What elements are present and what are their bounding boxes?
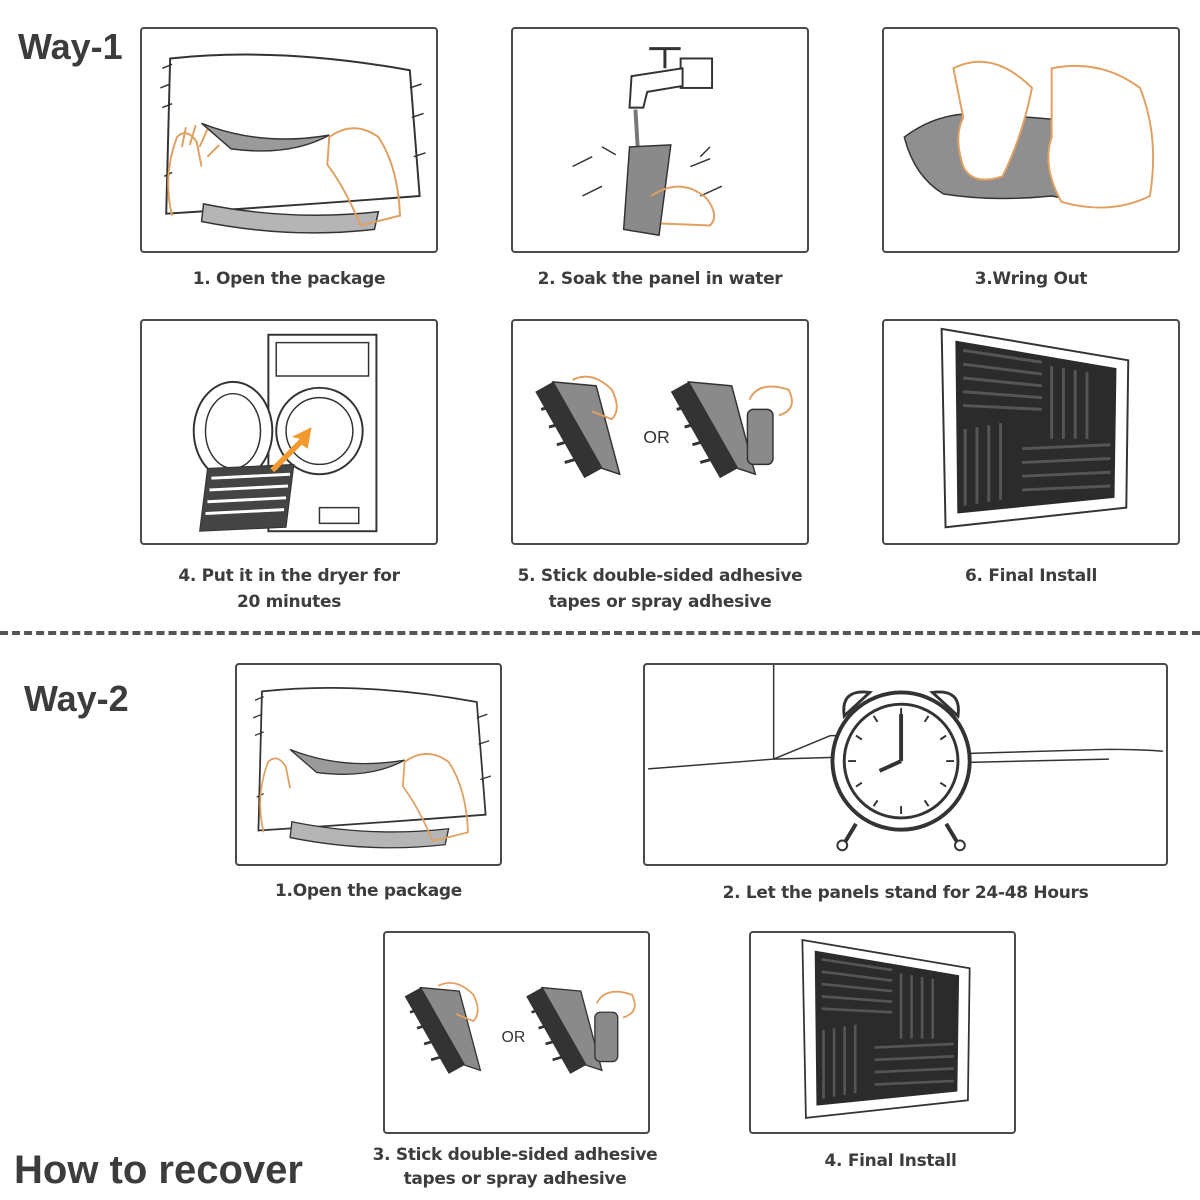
way1-step5-or-label: OR xyxy=(643,427,670,447)
way1-step4-caption-line2: 20 minutes xyxy=(236,592,342,612)
way2-step4-caption: 4. Final Install xyxy=(824,1151,957,1171)
way1-step4-caption-line1: 4. Put it in the dryer for xyxy=(178,566,400,586)
wall-panels-icon-way2 xyxy=(749,931,1016,1134)
adhesive-icon: OR xyxy=(511,319,809,545)
wall-panels-icon xyxy=(882,319,1180,545)
way1-step5-caption-line2: tapes or spray adhesive xyxy=(548,592,772,612)
way2-step2-caption: 2. Let the panels stand for 24-48 Hours xyxy=(722,883,1089,903)
way2-step1-caption: 1.Open the package xyxy=(275,881,462,901)
adhesive-icon-way2: OR xyxy=(383,931,650,1134)
way1-step1-caption: 1. Open the package xyxy=(192,269,386,289)
way1-step4-caption: 4. Put it in the dryer for 20 minutes xyxy=(140,563,438,615)
way1-step5-caption: 5. Stick double-sided adhesive tapes or … xyxy=(498,563,822,615)
dryer-icon xyxy=(140,319,438,545)
way1-step2-caption: 2. Soak the panel in water xyxy=(537,269,783,289)
way1-step5-caption-line1: 5. Stick double-sided adhesive xyxy=(517,566,803,586)
way2-step3-caption-line1: 3. Stick double-sided adhesive xyxy=(372,1145,658,1165)
way2-step3-caption-line2: tapes or spray adhesive xyxy=(403,1169,627,1189)
way2-heading: Way-2 xyxy=(24,678,129,719)
how-to-recover-heading: How to recover xyxy=(14,1148,303,1192)
way2-step3-or-label: OR xyxy=(502,1029,526,1046)
way2-step3-caption: 3. Stick double-sided adhesive tapes or … xyxy=(370,1143,660,1191)
alarm-clock-icon xyxy=(643,663,1168,866)
faucet-water-icon xyxy=(511,27,809,253)
pillow-package-icon xyxy=(140,27,438,253)
way1-heading: Way-1 xyxy=(18,26,123,67)
wring-hands-icon xyxy=(882,27,1180,253)
section-divider xyxy=(0,631,1200,635)
pillow-package-icon-way2 xyxy=(235,663,502,866)
way1-step6-caption: 6. Final Install xyxy=(965,566,1097,586)
way1-step3-caption: 3.Wring Out xyxy=(974,269,1088,289)
